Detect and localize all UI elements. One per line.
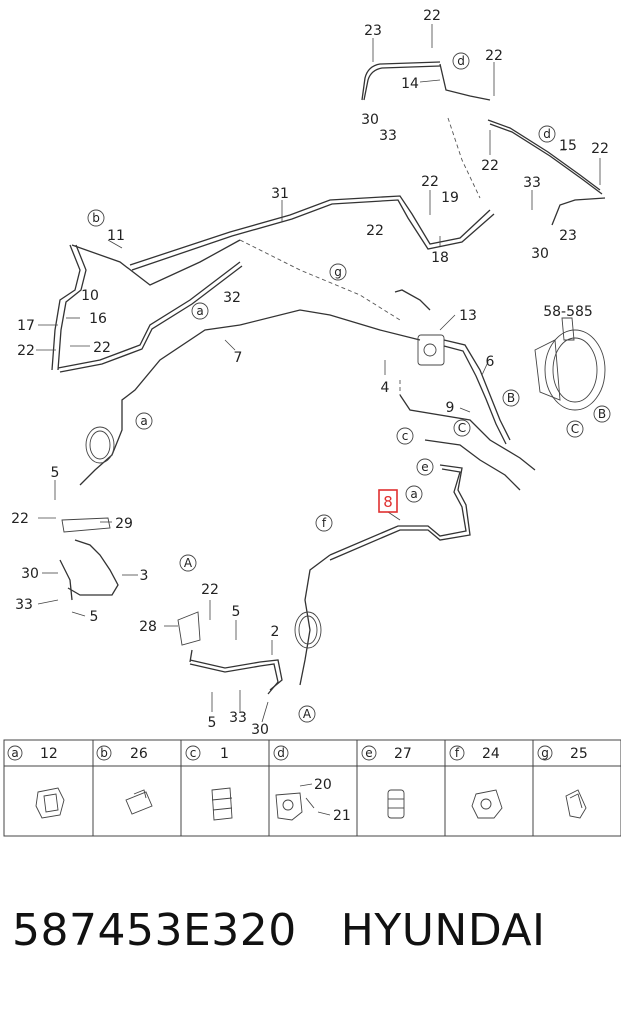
callout-33: 33 [15,597,33,613]
callout-6: 6 [486,354,495,370]
callout-28: 28 [139,619,157,635]
callout-33: 33 [523,175,541,191]
callout-10: 10 [81,288,99,304]
legend-letter: a [11,746,18,760]
callout-17: 17 [17,318,35,334]
legend-part: 24 [482,746,500,762]
callout-23: 23 [364,23,382,39]
callout-11: 11 [107,228,125,244]
marker-C: C [571,422,579,436]
parts-legend-table: a 12 b 26 c 1 d e 27 f 24 g 25 [3,739,621,837]
clip-b-icon [125,789,153,815]
callout-labels: 22 23 14 22 30 33 15 22 22 33 23 30 31 2… [11,8,609,738]
callout-22: 22 [366,223,384,239]
callout-30: 30 [21,566,39,582]
callout-18: 18 [431,250,449,266]
clip-a-icon [35,787,65,819]
callout-23: 23 [559,228,577,244]
legend-sub-21: 21 [333,808,351,824]
legend-part: 27 [394,746,412,762]
callout-16: 16 [89,311,107,327]
leader-lines [36,24,601,723]
marker-b: b [92,211,100,225]
callout-22: 22 [93,340,111,356]
callout-30: 30 [361,112,379,128]
marker-a: a [140,414,147,428]
marker-f: f [322,516,327,530]
callout-33: 33 [379,128,397,144]
clip-e-icon [387,789,405,819]
marker-a: a [196,304,203,318]
callout-22: 22 [11,511,29,527]
callout-22: 22 [591,141,609,157]
marker-A: A [303,707,312,721]
callout-5: 5 [90,609,99,625]
legend-part: 26 [130,746,148,762]
callout-22: 22 [421,174,439,190]
legend-letter: e [365,746,372,760]
callout-3: 3 [140,568,149,584]
callout-5: 5 [51,465,60,481]
callout-5: 5 [232,604,241,620]
marker-d: d [543,127,551,141]
legend-letter: f [455,746,460,760]
callout-15: 15 [559,138,577,154]
marker-g: g [334,265,342,279]
legend-letter: g [541,746,549,760]
callout-7: 7 [234,350,243,366]
callout-30: 30 [531,246,549,262]
callout-29: 29 [115,516,133,532]
callout-32: 32 [223,290,241,306]
clip-f-icon [471,789,503,819]
callout-8-highlighted[interactable]: 8 [383,493,393,511]
callout-30: 30 [251,722,269,738]
legend-letter: b [100,746,108,760]
brand-name: HYUNDAI [340,905,546,956]
clip-d-icon [275,783,331,821]
part-number: 587453E320 [12,905,297,956]
legend-letter: c [190,746,197,760]
callout-31: 31 [271,186,289,202]
marker-B: B [598,407,606,421]
legend-part: 25 [570,746,588,762]
callout-14: 14 [401,76,419,92]
callout-22: 22 [201,582,219,598]
marker-B: B [507,391,515,405]
clip-c-icon [211,787,233,821]
marker-c: c [402,429,409,443]
marker-C: C [458,421,466,435]
footer: 587453E320 HYUNDAI [12,905,612,956]
brake-pipes [51,61,606,695]
callout-13: 13 [459,308,477,324]
legend-letter: d [277,746,285,760]
marker-a: a [410,487,417,501]
marker-d: d [457,54,465,68]
highlight-box [378,489,398,513]
callout-22: 22 [17,343,35,359]
clip-g-icon [565,789,587,819]
legend-part: 12 [40,746,58,762]
marker-e: e [421,460,428,474]
callout-33: 33 [229,710,247,726]
callout-22: 22 [423,8,441,24]
callout-5: 5 [208,715,217,731]
legend-sub-20: 20 [314,777,332,793]
callout-22: 22 [481,158,499,174]
callout-4: 4 [381,380,390,396]
legend-part: 1 [220,746,229,762]
callout-19: 19 [441,190,459,206]
circle-markers: d d b a g a c e a f B B C C A A [87,52,611,723]
marker-A: A [184,556,193,570]
brake-line-diagram: 22 23 14 22 30 33 15 22 22 33 23 30 31 2… [3,8,621,837]
callout-58-585: 58-585 [543,304,593,320]
callout-22: 22 [485,48,503,64]
callout-9: 9 [446,400,455,416]
callout-2: 2 [271,624,280,640]
